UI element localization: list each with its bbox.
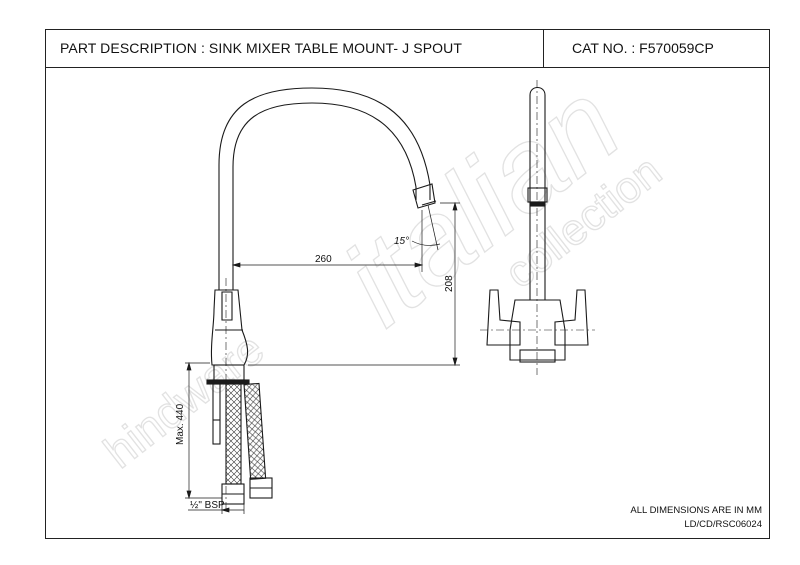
flexible-hose-left: [225, 383, 242, 485]
title-block-divider: [543, 29, 544, 68]
lever-left: [486, 289, 521, 346]
spout-tube: [218, 87, 431, 290]
dim-spout-reach: 260: [315, 254, 332, 265]
part-description: PART DESCRIPTION : SINK MIXER TABLE MOUN…: [60, 40, 462, 56]
catalog-number: CAT NO. : F570059CP: [572, 40, 714, 56]
dimension-annotations: [185, 201, 460, 514]
base-plate: [206, 379, 250, 385]
side-view: [206, 87, 437, 512]
spout-tube-inner: [232, 102, 417, 290]
title-block: [45, 29, 770, 68]
flexible-hose-right: [243, 382, 267, 480]
mounting-stud: [212, 383, 221, 445]
front-base: [519, 349, 556, 363]
dim-spout-height: 208: [444, 275, 455, 292]
dim-hose-length: Max. 440: [175, 403, 186, 445]
front-body: [509, 299, 566, 361]
dim-connection: ½" BSP: [190, 500, 225, 511]
spout-nozzle: [412, 183, 436, 209]
front-spout: [529, 86, 546, 300]
drawing-reference: LD/CD/RSC06024: [684, 519, 762, 530]
front-view: [480, 80, 595, 375]
lever-right: [554, 289, 589, 346]
units-note: ALL DIMENSIONS ARE IN MM: [630, 505, 762, 516]
dim-spout-angle: 15°: [394, 236, 409, 247]
